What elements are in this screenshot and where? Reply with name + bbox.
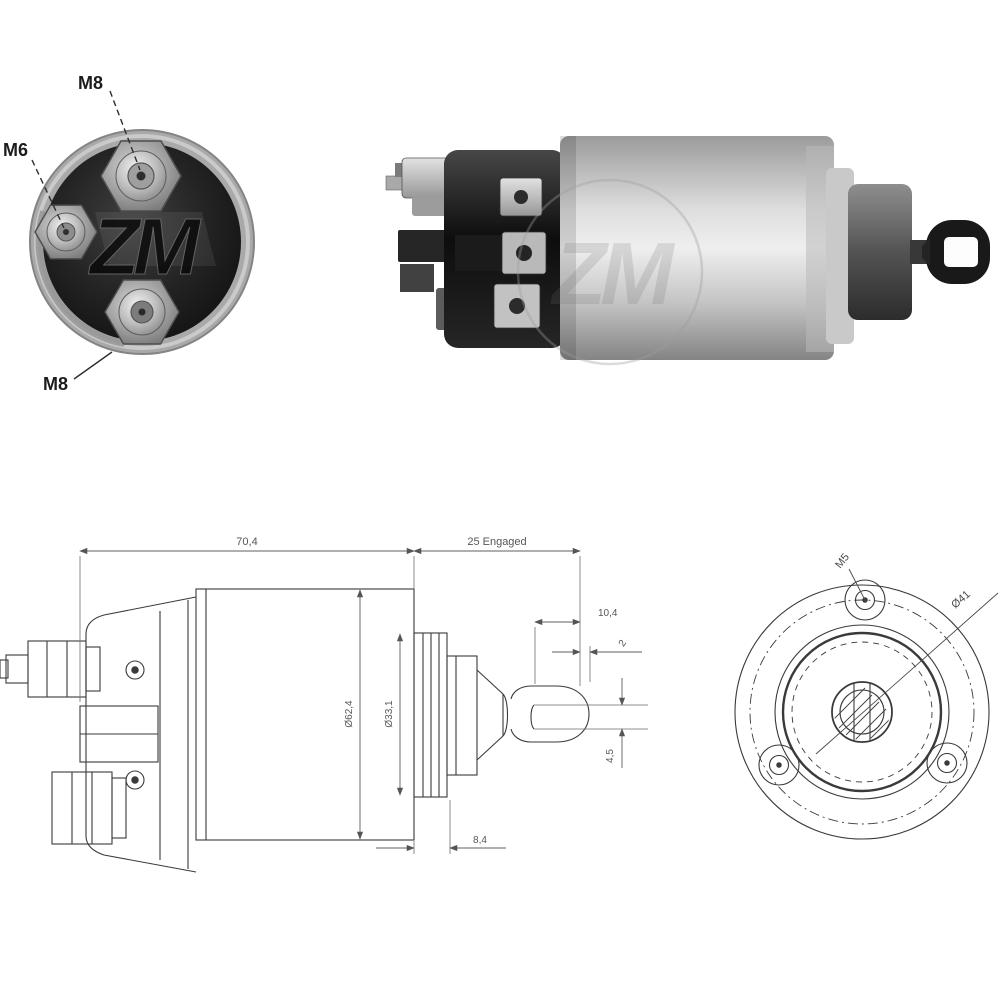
terminal-top <box>100 140 182 212</box>
label-terminal-bottom: M8 <box>43 374 68 394</box>
transition-ring <box>826 168 854 344</box>
dim-fork-depth: 10,4 <box>598 608 618 619</box>
lower-terminal-tab <box>400 264 434 292</box>
cap-recess <box>455 235 501 271</box>
fork-joint <box>922 238 930 266</box>
brand-watermark: ZM <box>88 202 202 291</box>
solenoid-body <box>560 136 834 360</box>
dim-engaged-travel: 25 Engaged <box>467 536 526 548</box>
front-collar <box>848 184 912 320</box>
brand-watermark: ZM <box>549 224 675 323</box>
drawing-solenoid-outline <box>0 588 590 873</box>
watermark-backplate <box>95 212 216 266</box>
mounting-ear-lower-left <box>758 744 800 786</box>
boss-outer <box>774 624 950 800</box>
dim-body-diameter: Ø62,4 <box>344 700 355 728</box>
m5-leader-line <box>848 568 867 603</box>
drawing-fork <box>510 685 590 743</box>
front-view-callouts: M8 M6 M8 <box>3 73 141 394</box>
side-view-watermark: ZM <box>516 178 704 366</box>
flange-view-drawing: M5 Ø41 <box>734 551 999 840</box>
terminal-left <box>34 204 98 260</box>
leader-m8-top <box>109 90 141 171</box>
side-view-photo: ZM <box>385 136 990 366</box>
leader-m6 <box>31 159 65 229</box>
label-terminal-left: M6 <box>3 140 28 160</box>
dim-fork-lip: 2 <box>617 638 629 649</box>
watermark-circle <box>516 178 704 366</box>
label-mounting-hole-thread: M5 <box>833 551 852 570</box>
lower-terminal-block <box>398 230 452 262</box>
dimension-lines <box>79 547 642 852</box>
extension-lines <box>79 556 648 854</box>
dim-fork-slot-width: 4,5 <box>605 749 616 763</box>
fork-eye-hole <box>944 237 978 267</box>
boss-inner <box>781 631 943 793</box>
stud-washer <box>412 196 454 216</box>
mounting-ear-lower-right <box>926 742 968 784</box>
leader-m8-bottom <box>73 351 113 380</box>
side-view-drawing: 70,4 25 Engaged 10,4 2 Ø62,4 Ø33,1 4,5 8… <box>0 536 648 873</box>
pilot-dashed-circle <box>791 641 933 783</box>
flange-outer-circle <box>734 584 990 840</box>
dimension-texts: 70,4 25 Engaged 10,4 2 Ø62,4 Ø33,1 4,5 8… <box>236 536 629 846</box>
stud-hex-nut <box>401 157 451 199</box>
dim-nose-diameter: Ø33,1 <box>384 700 395 728</box>
dim-nose-offset: 8,4 <box>473 835 487 846</box>
drawing-body <box>195 588 415 841</box>
hub-outer <box>831 681 893 743</box>
side-view-body <box>560 136 990 360</box>
bolt-circle <box>749 599 975 825</box>
cap-face <box>43 143 241 341</box>
terminal-bottom <box>104 279 180 345</box>
body-left-shade <box>560 136 576 360</box>
front-view-photo: ZM M8 M6 M8 <box>3 73 255 394</box>
label-pilot-diameter: Ø41 <box>949 588 973 611</box>
dim-overall-length: 70,4 <box>236 536 257 548</box>
hub-inner <box>839 689 885 735</box>
hub-hatching <box>834 687 890 740</box>
diameter-leader-line <box>815 592 999 755</box>
side-view-cap <box>444 150 566 348</box>
drawing-cap <box>85 596 197 873</box>
solenoid-front-cap: ZM <box>29 129 255 355</box>
flange-outline <box>734 579 990 840</box>
label-terminal-top: M8 <box>78 73 103 93</box>
